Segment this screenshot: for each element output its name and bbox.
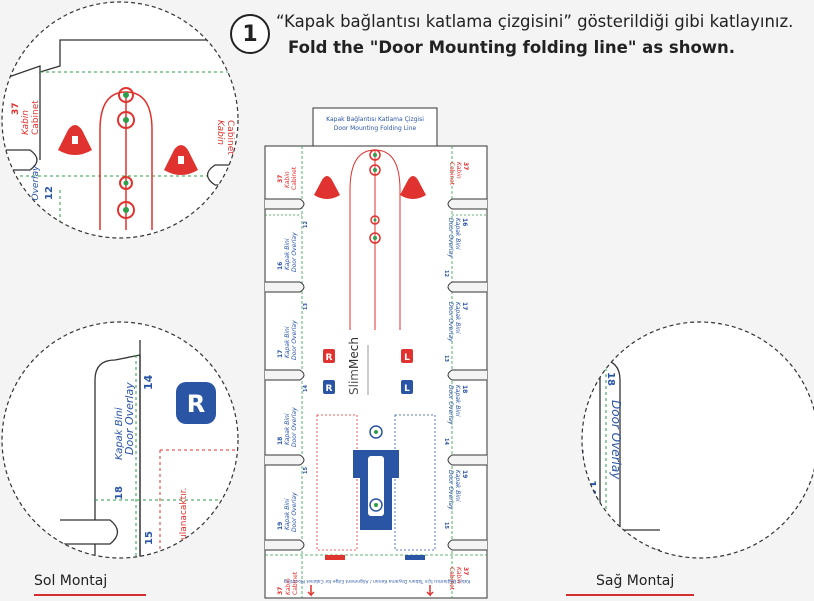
svg-text:18: 18 <box>277 437 284 445</box>
zoom-tl-cabinet-en-right: Cabinet <box>225 120 235 155</box>
zoom-br-badge: L <box>528 386 543 414</box>
svg-text:15: 15 <box>443 522 449 529</box>
zoom-br-top-number: 18 <box>605 372 616 386</box>
zoom-tl-cabinet-tr: Kabin <box>21 110 31 135</box>
step-number-badge: 1 <box>230 14 270 54</box>
svg-text:Door Overlay: Door Overlay <box>291 320 298 360</box>
hinge-bracket <box>353 425 399 530</box>
tpl-bottom-cabinet-num-right: 37 <box>462 567 469 575</box>
svg-text:Kapak Bini: Kapak Bini <box>284 498 291 530</box>
tpl-cabinet-en-right: Cabinet <box>448 162 455 186</box>
zoom-tl-small-number: 12 <box>44 186 55 200</box>
step-number: 1 <box>242 21 258 47</box>
zoom-top-left: 37 Kabin Cabinet Kabin Cabinet 12 Door O… <box>1 1 239 239</box>
svg-text:12: 12 <box>303 221 309 228</box>
caption-right-mounting: Sağ Montaj <box>596 573 675 589</box>
fold-line-label-tr: Kapak Bağlantısı Katlama Çizgisi <box>326 116 424 123</box>
tpl-right-overlay-16: 16 Kapak Bini Door Overlay 12 <box>443 218 468 277</box>
zoom-tl-door-overlay: Door Overlay <box>31 165 41 225</box>
tpl-left-overlay-16: 16 Kapak Bini Door Overlay 12 <box>277 221 309 272</box>
svg-text:12: 12 <box>443 270 449 277</box>
svg-text:15: 15 <box>303 467 309 474</box>
tpl-alignment-edge-label: Kabin Bağlantısı İçin Tabanı Dayama Kena… <box>284 578 471 585</box>
caption-right-underline <box>566 594 694 596</box>
caption-left-mounting: Sol Montaj <box>34 573 108 589</box>
svg-text:Mech: Mech <box>347 337 361 369</box>
svg-text:Kapak Bini: Kapak Bini <box>284 413 291 445</box>
tpl-right-overlay-18: 18 Kapak Bini Door Overlay 14 <box>443 385 468 445</box>
tpl-badge-l-red: L <box>404 353 410 363</box>
zoom-bottom-left: R 14 Door Overlay Kapak Bini 18 15 ulana… <box>1 321 239 559</box>
tpl-left-overlay-17: 17 Kapak Bini Door Overlay 13 <box>277 303 309 360</box>
zoom-bl-overlay-number: 14 <box>142 374 155 390</box>
tpl-cabinet-tr-right: Kabin <box>455 162 462 179</box>
svg-text:Slim: Slim <box>347 369 361 395</box>
tpl-cabinet-tr-left: Kabin <box>284 171 291 188</box>
zoom-bl-door-overlay: Door Overlay <box>123 382 136 455</box>
svg-text:Kapak Bini: Kapak Bini <box>284 326 291 358</box>
tpl-bottom-cabinet-tr-left: Kabin <box>285 578 292 595</box>
svg-text:Door Overlay: Door Overlay <box>447 385 454 425</box>
zoom-bl-side-text: ulanacaktır. <box>179 488 189 540</box>
svg-text:Kapak Bini: Kapak Bini <box>454 470 461 502</box>
svg-text:17: 17 <box>277 350 284 358</box>
instruction-english: Fold the "Door Mounting folding line" as… <box>288 38 736 57</box>
svg-text:13: 13 <box>303 303 309 310</box>
brand-logo: Slim Mech <box>347 337 369 395</box>
tpl-right-overlay-17: 17 Kapak Bini Door Overlay 13 <box>443 302 468 362</box>
drilling-guide-red <box>314 149 426 330</box>
zoom-bl-badge: R <box>187 390 205 418</box>
tpl-badge-r-red: R <box>326 353 333 363</box>
svg-text:19: 19 <box>461 470 468 478</box>
svg-text:Door Overlay: Door Overlay <box>447 302 454 342</box>
svg-text:13: 13 <box>443 355 449 362</box>
svg-text:14: 14 <box>443 438 449 445</box>
tpl-bottom-cabinet-tr-right: Kabin <box>455 567 462 584</box>
svg-text:Kapak Bini: Kapak Bini <box>454 218 461 250</box>
svg-text:Kapak Bini: Kapak Bini <box>284 238 291 270</box>
tpl-badge-r-blue: R <box>326 384 333 394</box>
svg-text:Door Overlay: Door Overlay <box>291 407 298 447</box>
tpl-right-overlay-19: 19 Kapak Bini Door Overlay 15 <box>443 470 468 529</box>
mounting-template: Kapak Bağlantısı Katlama Çizgisi Door Mo… <box>264 107 488 599</box>
svg-text:Kapak Bini: Kapak Bini <box>454 385 461 417</box>
zoom-br-door-overlay: Door Overlay <box>609 400 623 480</box>
svg-text:16: 16 <box>461 218 468 226</box>
zoom-bl-bottom-number: 18 <box>114 486 125 500</box>
zoom-tl-cabinet-number: 37 <box>11 102 21 115</box>
tpl-left-overlay-19: 19 Kapak Bini Door Overlay 15 <box>277 467 309 532</box>
svg-text:19: 19 <box>277 522 284 530</box>
svg-text:18: 18 <box>461 385 468 393</box>
svg-text:Door Overlay: Door Overlay <box>447 470 454 510</box>
zoom-br-lower-number: 19 <box>603 525 616 540</box>
svg-text:Door Overlay: Door Overlay <box>291 232 298 272</box>
zoom-bl-door-tr: Kapak Bini <box>114 407 125 460</box>
svg-text:Kapak Bini: Kapak Bini <box>454 302 461 334</box>
tpl-cabinet-en-left: Cabinet <box>291 166 298 190</box>
tpl-cabinet-num-right: 37 <box>462 162 469 170</box>
tpl-left-overlay-18: 18 Kapak Bini Door Overlay 14 <box>277 385 309 447</box>
svg-text:17: 17 <box>461 302 468 310</box>
svg-text:Door Overlay: Door Overlay <box>291 492 298 532</box>
tpl-bottom-cabinet-en-right: Cabinet <box>448 567 455 591</box>
zoom-tl-cabinet-tr-right: Kabin <box>215 120 225 145</box>
tpl-bottom-cabinet-en-left: Cabinet <box>292 571 299 595</box>
zoom-bottom-right: L 18 Door Overlay 14 19 anacaktır. <box>528 321 814 559</box>
tpl-badge-l-blue: L <box>404 384 410 394</box>
zoom-br-side-text: anacaktır. <box>565 485 575 529</box>
svg-text:16: 16 <box>277 262 284 270</box>
zoom-br-overlay-number: 14 <box>585 480 598 496</box>
instruction-turkish: “Kapak bağlantısı katlama çizgisini” gös… <box>276 12 794 31</box>
tpl-bottom-cabinet-num-left: 37 <box>277 587 284 595</box>
zoom-bl-lower-number: 15 <box>144 531 155 545</box>
fold-line-label-en: Door Mounting Folding Line <box>334 125 417 132</box>
svg-text:Door Overlay: Door Overlay <box>447 218 454 258</box>
svg-text:14: 14 <box>303 385 309 392</box>
tpl-cabinet-num-left: 37 <box>277 175 284 183</box>
caption-left-underline <box>34 594 146 596</box>
zoom-tl-cabinet-en: Cabinet <box>31 100 41 135</box>
